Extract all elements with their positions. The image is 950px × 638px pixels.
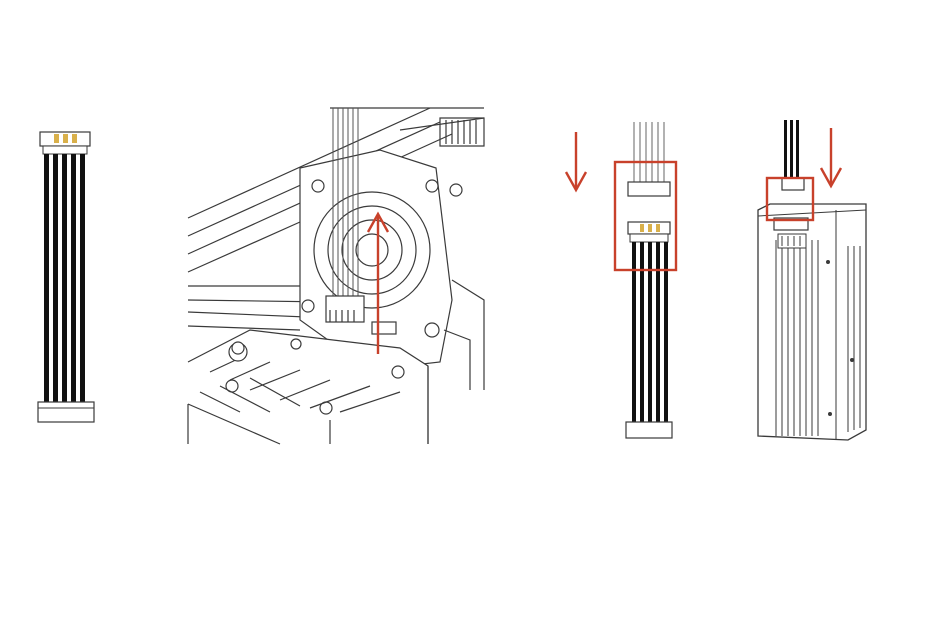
printer-fan-bracket-panel (188, 108, 484, 444)
laser-module-panel (758, 120, 866, 440)
cable-panel (38, 132, 94, 422)
laser-head-body (188, 330, 428, 444)
lower-cable-end-connector (626, 422, 672, 438)
cable-bottom-connector (38, 402, 94, 422)
arrow-down-icon (566, 132, 586, 190)
laser-head-socket (372, 322, 396, 334)
upper-plug-connector (628, 182, 670, 196)
ribbon-wires (44, 154, 85, 402)
connector-pin (72, 134, 77, 143)
connect-cable-panel (615, 122, 676, 438)
connector-pin (54, 134, 59, 143)
bracket-plug-connector (326, 296, 364, 322)
connector-pin (63, 134, 68, 143)
screw-icon (450, 184, 462, 196)
arrow-down-icon (821, 128, 841, 186)
